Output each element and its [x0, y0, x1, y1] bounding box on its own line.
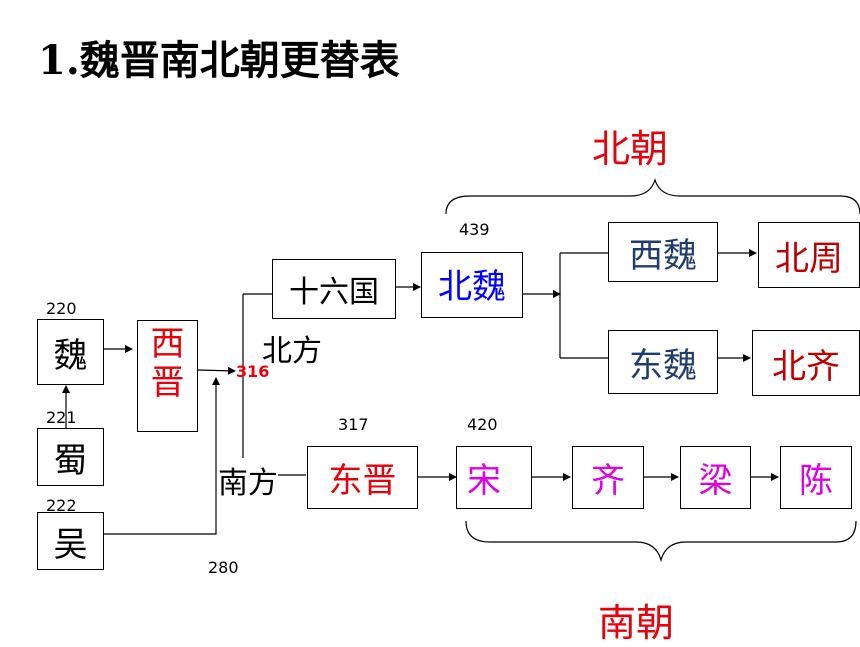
- state-liang: 梁: [680, 446, 751, 509]
- south-label: 南方: [218, 458, 278, 502]
- state-liang-label: 梁: [698, 461, 733, 501]
- year-fall-western-jin: 316: [236, 362, 270, 381]
- north-label: 北方: [262, 334, 322, 369]
- state-chen: 陈: [780, 446, 852, 509]
- state-wei: 魏: [37, 319, 104, 385]
- northern-dynasties-label: 北朝: [592, 127, 669, 171]
- year-wu: 222: [46, 496, 77, 515]
- year-wei: 220: [46, 299, 77, 318]
- state-chen-label: 陈: [799, 461, 833, 501]
- state-eastern-wei: 东魏: [608, 330, 718, 394]
- state-wei-label: 魏: [53, 335, 88, 376]
- state-eastern-wei-label: 东魏: [629, 345, 697, 386]
- state-sixteen-kingdoms-label: 十六国: [289, 275, 379, 310]
- state-western-jin-label-1: 西: [150, 324, 185, 364]
- state-qi: 齐: [572, 446, 644, 509]
- state-northern-qi-label: 北齐: [772, 346, 840, 387]
- year-eastern-jin: 317: [338, 415, 369, 434]
- state-sixteen-kingdoms: 十六国: [272, 259, 396, 319]
- state-northern-wei: 北魏: [421, 252, 523, 318]
- state-qi-label: 齐: [591, 461, 625, 501]
- year-northern-wei: 439: [459, 220, 490, 239]
- southern-dynasties-label: 南朝: [598, 601, 675, 645]
- state-eastern-jin: 东晋: [307, 446, 418, 509]
- year-song: 420: [467, 415, 498, 434]
- year-wu-fall: 280: [208, 558, 239, 577]
- state-wu: 吴: [37, 512, 104, 570]
- state-northern-zhou: 北周: [758, 222, 860, 288]
- state-song: 宋: [456, 446, 532, 509]
- state-shu: 蜀: [37, 428, 104, 486]
- year-shu: 221: [46, 408, 77, 427]
- state-western-jin: 西 晋: [137, 320, 198, 432]
- state-western-jin-label-2: 晋: [150, 363, 185, 404]
- state-western-wei-label: 西魏: [629, 235, 697, 276]
- state-western-wei: 西魏: [608, 222, 718, 282]
- state-wu-label: 吴: [53, 524, 88, 565]
- state-eastern-jin-label: 东晋: [328, 461, 397, 501]
- page-title: 1.魏晋南北朝更替表: [38, 37, 400, 84]
- state-northern-wei-label: 北魏: [438, 267, 506, 307]
- state-northern-zhou-label: 北周: [775, 238, 843, 279]
- state-song-label: 宋: [467, 461, 501, 501]
- state-northern-qi: 北齐: [752, 330, 860, 396]
- state-shu-label: 蜀: [53, 440, 88, 481]
